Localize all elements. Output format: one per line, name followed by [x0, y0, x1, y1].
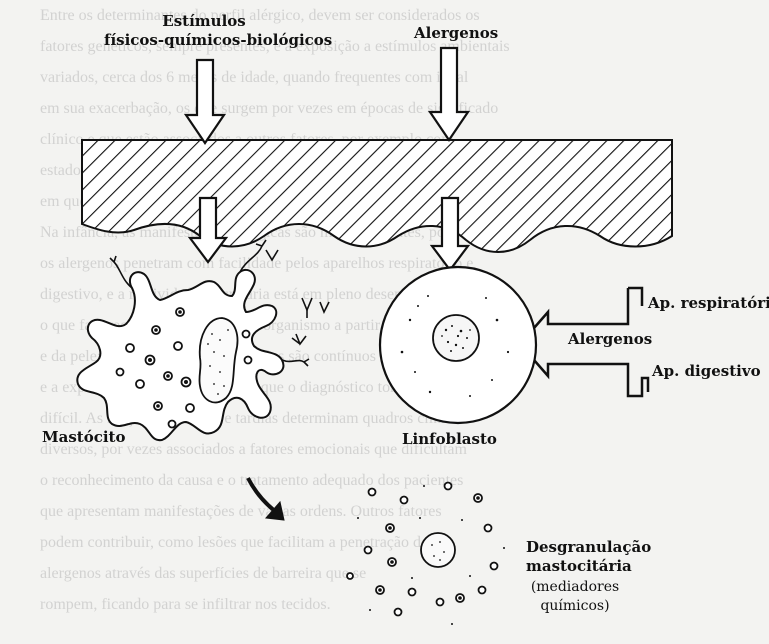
- degranulation-label-line1: Desgranulação: [526, 538, 651, 557]
- stimuli-arrow: [186, 60, 224, 143]
- lymphoblast-label: Linfoblasto: [402, 430, 497, 449]
- digestive-label: Ap. digestivo: [652, 362, 761, 381]
- respiratory-label: Ap. respiratório: [648, 294, 769, 313]
- mediators-label: (mediadores químicos): [520, 578, 630, 616]
- mediators-label-line1: (mediadores: [520, 578, 630, 597]
- mast-cell: [77, 240, 309, 440]
- mast-cell-label: Mastócito: [42, 428, 125, 447]
- allergens-arrow-top: [430, 48, 468, 140]
- respiratory-bracket: [628, 288, 642, 306]
- stimuli-label-line2: físicos-químicos-biológicos: [104, 31, 304, 50]
- stimuli-label-line1: Estímulos: [104, 12, 304, 31]
- stimuli-label: Estímulos físicos-químicos-biológicos: [104, 12, 304, 50]
- allergens-label-right: Alergenos: [568, 330, 652, 349]
- mediators-label-line2: químicos): [520, 597, 630, 616]
- degranulation-arrow: [248, 478, 276, 512]
- antibody-marks: [266, 250, 329, 344]
- degranulated-cell: [347, 483, 505, 626]
- degranulation-label: Desgranulação mastocitária: [526, 538, 651, 576]
- tissue-layer: [82, 140, 672, 252]
- degranulation-label-line2: mastocitária: [526, 557, 651, 576]
- allergens-label-top: Alergenos: [414, 24, 498, 43]
- lymphoblast-cell: [380, 267, 536, 423]
